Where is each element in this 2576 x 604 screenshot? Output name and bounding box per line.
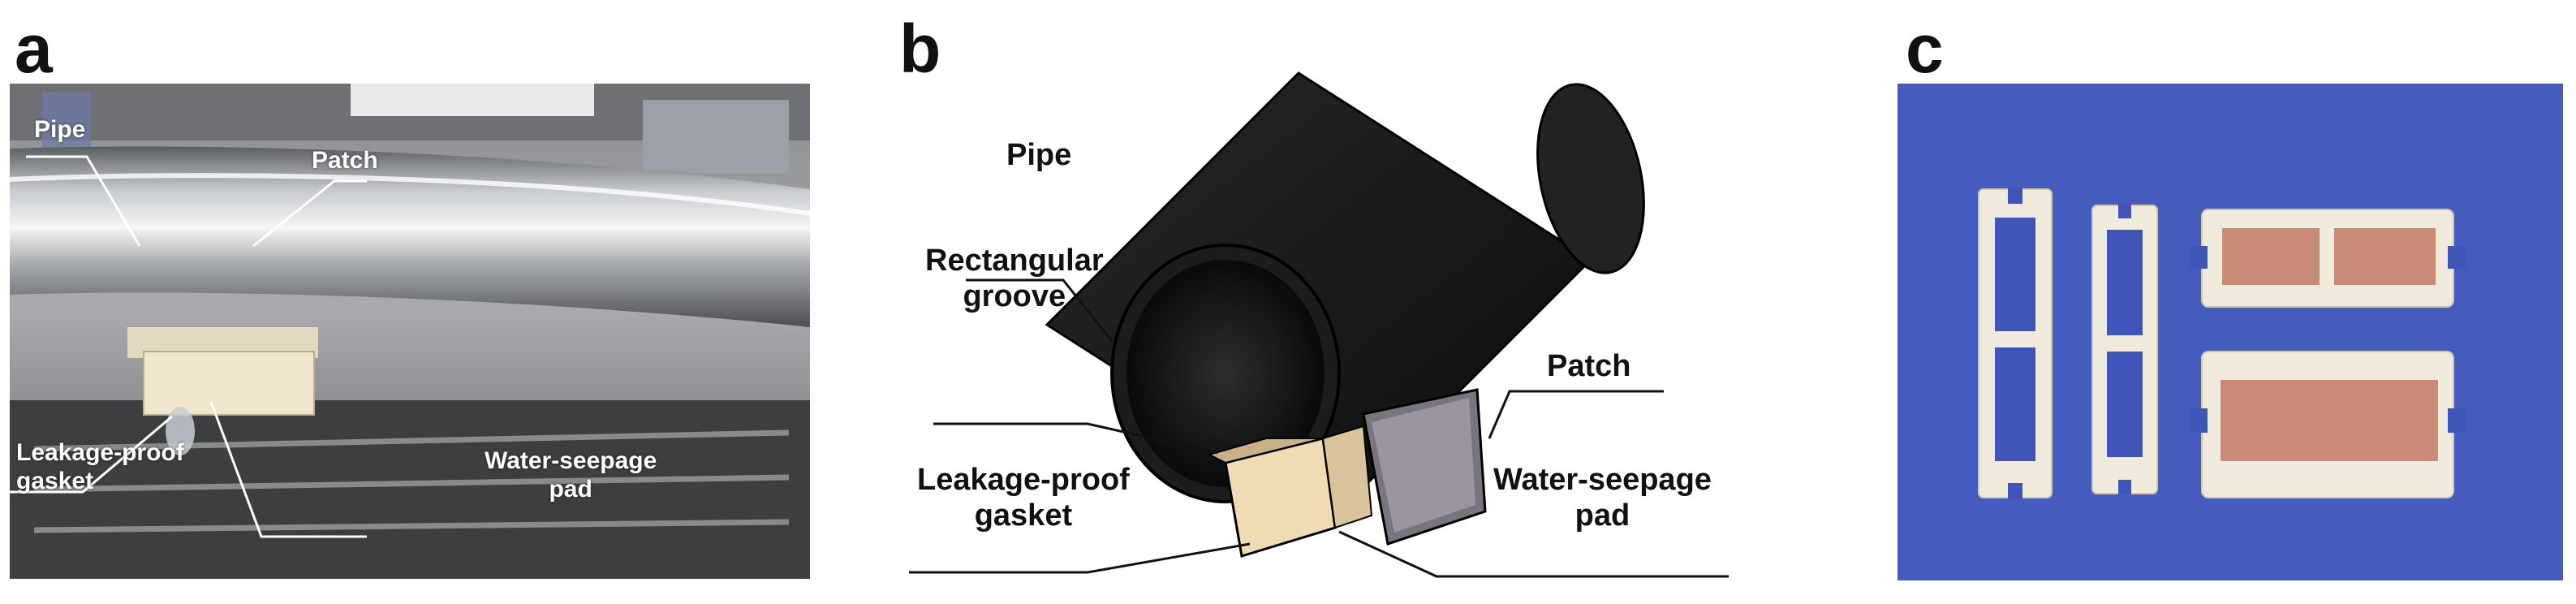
panel-b-label-groove-line1: Rectangular	[925, 244, 1104, 278]
pipe-test-photo	[10, 84, 810, 579]
panel-c-photo	[1898, 84, 2563, 580]
pipe-patch-schematic	[909, 71, 1729, 578]
panel-a-label-pad-line1: Water-seepage	[485, 447, 657, 474]
panel-letter-b: b	[899, 11, 941, 87]
panel-a-label-patch: Patch	[312, 147, 378, 174]
panel-a-label-gasket-line2: gasket	[16, 467, 94, 494]
panel-letter-c: c	[1906, 11, 1944, 87]
panel-b-label-pad-line2: pad	[1574, 498, 1630, 533]
panel-a-label-pad-line2: pad	[549, 475, 592, 503]
pad-patch-2	[2190, 351, 2466, 498]
pad-patch-1	[2190, 209, 2466, 308]
panel-b-label-patch: Patch	[1547, 349, 1631, 383]
panel-a-label-pad: Water-seepage pad	[485, 447, 657, 503]
panel-b-label-gasket-line2: gasket	[974, 498, 1073, 533]
patch-parts-photo	[1898, 84, 2563, 580]
panel-a-photo: Pipe Patch Leakage-proof gasket Water-se…	[10, 84, 810, 579]
panel-b-label-groove: Rectangular groove	[925, 244, 1104, 314]
panel-b-label-pad-line1: Water-seepage	[1493, 463, 1712, 497]
frame-part-2	[2091, 204, 2158, 494]
panel-b-label-pipe: Pipe	[1006, 138, 1072, 172]
panel-a-label-pipe: Pipe	[34, 116, 86, 143]
frame-part-1	[1978, 188, 2053, 499]
panel-letter-a: a	[15, 11, 53, 87]
panel-a-label-gasket: Leakage-proof gasket	[16, 439, 184, 495]
panel-b-label-pad: Water-seepage pad	[1493, 463, 1712, 533]
panel-b-diagram: Pipe Rectangular groove Patch Leakage-pr…	[885, 57, 1745, 585]
panel-b-label-gasket: Leakage-proof gasket	[917, 463, 1130, 533]
panel-b-label-groove-line2: groove	[963, 278, 1066, 313]
panel-a-label-gasket-line1: Leakage-proof	[16, 439, 184, 466]
panel-b-label-gasket-line1: Leakage-proof	[917, 463, 1130, 497]
